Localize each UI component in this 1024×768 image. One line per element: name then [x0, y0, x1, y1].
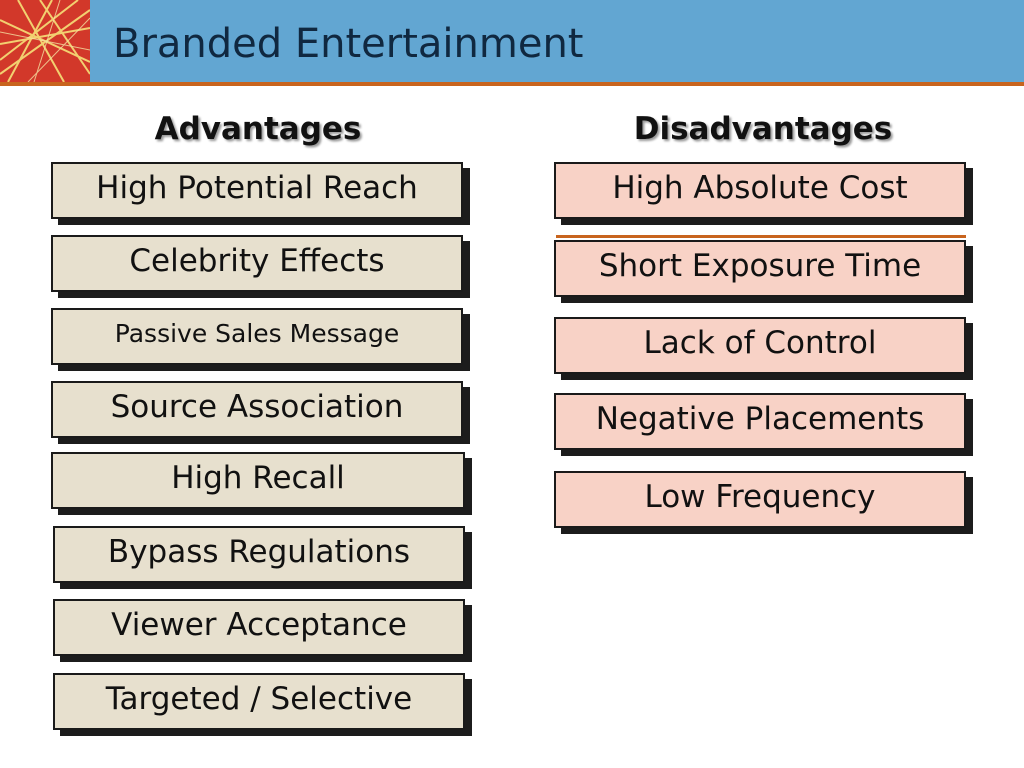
divider	[556, 235, 966, 238]
disadvantage-item: Negative Placements	[554, 393, 966, 450]
advantage-item: Source Association	[51, 381, 463, 438]
title-bar: Branded Entertainment	[0, 0, 1024, 86]
advantages-heading: Advantages	[154, 111, 362, 147]
page-title: Branded Entertainment	[113, 21, 584, 67]
advantage-item-label: Celebrity Effects	[129, 242, 385, 279]
disadvantage-item-label: Low Frequency	[644, 478, 876, 515]
disadvantage-item-label: Negative Placements	[595, 400, 925, 437]
advantage-item-label: Source Association	[110, 388, 404, 425]
disadvantages-heading: Disadvantages	[633, 111, 893, 147]
disadvantage-item-label: Lack of Control	[643, 324, 877, 361]
disadvantage-item: Short Exposure Time	[554, 240, 966, 297]
advantage-item-label: Viewer Acceptance	[111, 606, 407, 643]
disadvantage-item: High Absolute Cost	[554, 162, 966, 219]
advantage-item-label: High Recall	[171, 459, 345, 496]
advantage-item: Bypass Regulations	[53, 526, 465, 583]
advantage-item: High Recall	[51, 452, 465, 509]
disadvantage-item-label: Short Exposure Time	[598, 247, 922, 284]
advantage-item-label: Targeted / Selective	[105, 680, 413, 717]
advantage-item: High Potential Reach	[51, 162, 463, 219]
disadvantage-item-label: High Absolute Cost	[612, 169, 908, 206]
advantage-item: Targeted / Selective	[53, 673, 465, 730]
advantage-item: Celebrity Effects	[51, 235, 463, 292]
advantage-item: Viewer Acceptance	[53, 599, 465, 656]
disadvantage-item: Lack of Control	[554, 317, 966, 374]
logo-icon	[0, 0, 90, 82]
advantage-item: Passive Sales Message	[51, 308, 463, 365]
disadvantage-item: Low Frequency	[554, 471, 966, 528]
advantage-item-label: Passive Sales Message	[114, 319, 400, 348]
advantage-item-label: Bypass Regulations	[107, 533, 411, 570]
logo-lines-icon	[0, 0, 90, 82]
advantage-item-label: High Potential Reach	[96, 169, 418, 206]
